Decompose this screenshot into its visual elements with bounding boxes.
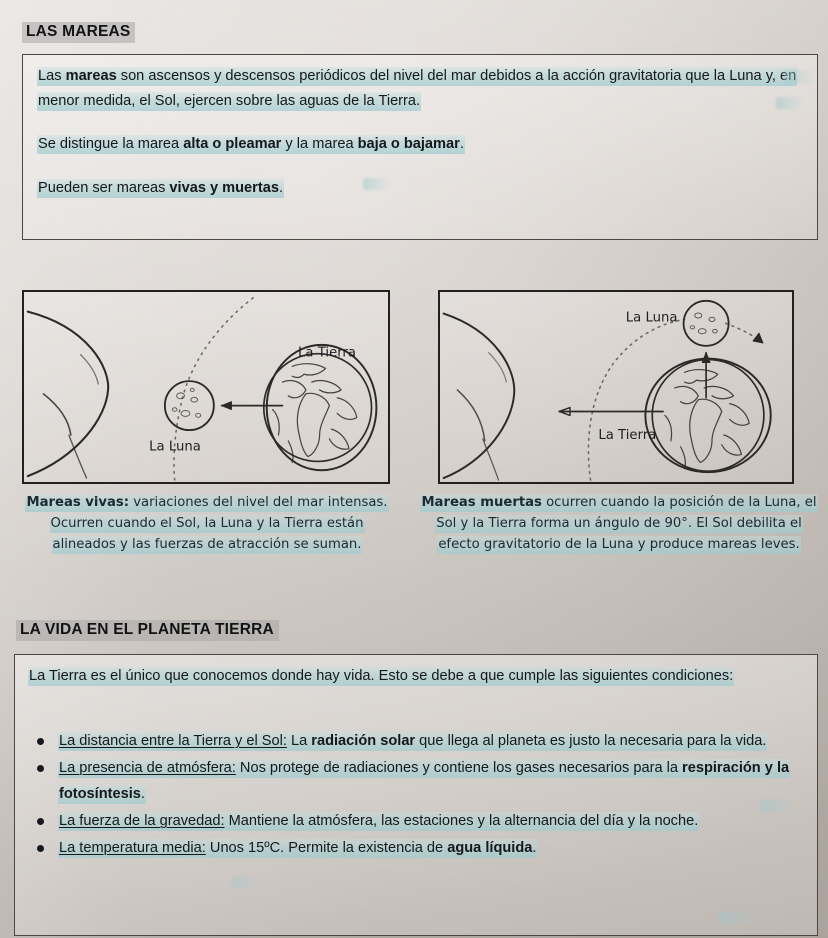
diagram-spring-tides-frame: La Luna La Tierra — [22, 290, 390, 484]
right-diagram-moon-label: La Luna — [626, 310, 678, 325]
caption-spring-tides-term: Mareas vivas: — [26, 495, 130, 510]
tides-paragraph-2-text: Se distingue la marea alta o pleamar y l… — [37, 135, 465, 154]
diagram-spring-tides-drawing: La Luna La Tierra — [26, 297, 378, 481]
life-intro-text: La Tierra es el único que conocemos dond… — [28, 667, 735, 686]
life-intro-paragraph: La Tierra es el único que conocemos dond… — [28, 664, 788, 689]
condition-term: La fuerza de la gravedad: — [59, 813, 225, 829]
left-diagram-moon-label: La Luna — [149, 440, 201, 455]
condition-body: Unos 15ºC. Permite la existencia de agua… — [205, 840, 537, 856]
section-heading-text: LAS MAREAS — [26, 23, 131, 40]
tides-paragraph-3: Pueden ser mareas vivas y muertas. — [37, 176, 803, 201]
list-item: La temperatura media: Unos 15ºC. Permite… — [28, 835, 810, 861]
caption-spring-tides: Mareas vivas: variaciones del nivel del … — [24, 492, 390, 555]
left-diagram-earth-label: La Tierra — [298, 346, 356, 361]
right-diagram-earth-label: La Tierra — [598, 428, 656, 443]
tides-paragraph-1: Las mareas son ascensos y descensos peri… — [37, 64, 803, 114]
condition-body: La radiación solar que llega al planeta … — [286, 733, 767, 749]
condition-term: La temperatura media: — [59, 840, 206, 856]
caption-spring-tides-text: variaciones del nivel del mar intensas. … — [50, 495, 388, 552]
caption-neap-tides: Mareas muertas ocurren cuando la posició… — [420, 492, 818, 555]
list-item: La fuerza de la gravedad: Mantiene la at… — [28, 808, 810, 834]
bullet-dot-icon — [37, 818, 44, 825]
caption-neap-tides-text: ocurren cuando la posición de la Luna, e… — [436, 495, 817, 552]
diagram-neap-tides-drawing: La Luna La Tierra — [442, 299, 772, 481]
page-title-las-mareas: LAS MAREAS — [22, 22, 136, 44]
life-conditions-list: La distancia entre la Tierra y el Sol: L… — [28, 728, 810, 862]
bullet-dot-icon — [37, 765, 44, 772]
tides-paragraph-2: Se distingue la marea alta o pleamar y l… — [37, 132, 803, 157]
bullet-dot-icon — [37, 845, 44, 852]
list-item: La presencia de atmósfera: Nos protege d… — [28, 755, 810, 807]
tides-paragraph-1-text: Las mareas son ascensos y descensos peri… — [37, 67, 798, 111]
condition-body: Mantiene la atmósfera, las estaciones y … — [224, 813, 699, 829]
condition-term: La presencia de atmósfera: — [59, 760, 236, 776]
list-item: La distancia entre la Tierra y el Sol: L… — [28, 728, 810, 754]
caption-neap-tides-term: Mareas muertas — [421, 495, 542, 510]
life-conditions-box — [14, 654, 818, 936]
page-title-la-vida: LA VIDA EN EL PLANETA TIERRA — [16, 620, 279, 642]
tides-paragraph-3-text: Pueden ser mareas vivas y muertas. — [37, 179, 285, 198]
condition-body: Nos protege de radiaciones y contiene lo… — [59, 760, 790, 802]
bullet-dot-icon — [37, 738, 44, 745]
condition-term: La distancia entre la Tierra y el Sol: — [59, 733, 287, 749]
diagram-neap-tides-frame: La Luna La Tierra — [438, 290, 794, 484]
section-heading-text-2: LA VIDA EN EL PLANETA TIERRA — [20, 621, 274, 638]
